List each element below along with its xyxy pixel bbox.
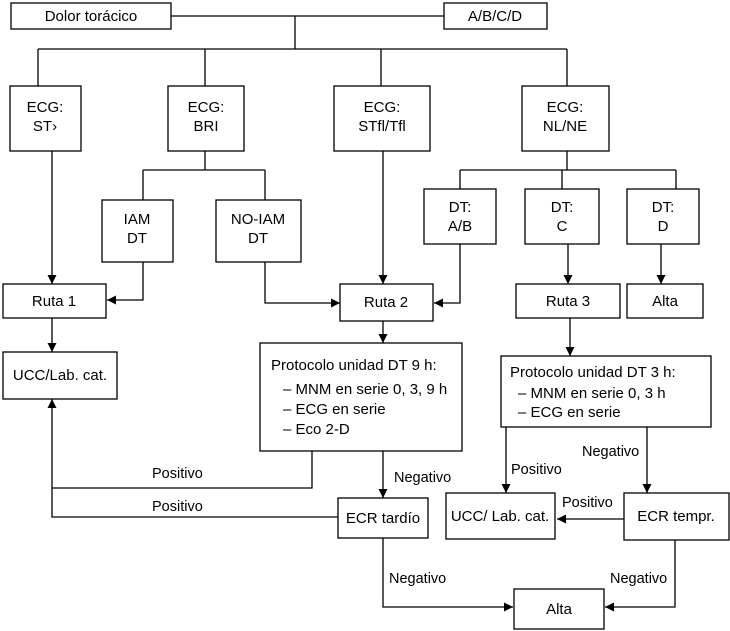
node-ruta2: Ruta 2 (339, 283, 434, 322)
node-dt-ab: DT: A/B (423, 188, 497, 245)
node-alta-top-label: Alta (652, 293, 679, 310)
label-positivo-2: Positivo (152, 499, 203, 515)
node-ucc-left-label: UCC/Lab. cat. (13, 367, 107, 384)
label-negativo-tempr: Negativo (610, 571, 667, 587)
node-ecr-tempr: ECR tempr. (623, 492, 730, 541)
arrow-iam-ruta1 (107, 262, 144, 305)
node-ruta3-label: Ruta 3 (546, 293, 590, 310)
label-positivo-3h: Positivo (511, 462, 562, 478)
label-positivo-tempr: Positivo (562, 495, 613, 511)
node-ecr-tempr-label: ECR tempr. (637, 508, 715, 525)
label-negativo-3h: Negativo (582, 444, 639, 460)
node-dt-ab-line2: A/B (448, 218, 472, 235)
node-protocolo-3h: Protocolo unidad DT 3 h: – MNM en serie … (500, 355, 712, 428)
protocolo-3h-title: Protocolo unidad DT 3 h: (510, 364, 676, 381)
protocolo-9h-item-3: – Eco 2-D (283, 421, 350, 438)
node-abcd-label: A/B/C/D (468, 8, 522, 25)
node-dt-d: DT: D (626, 188, 700, 245)
arrow-protocolo9-positivo-ucc (52, 451, 313, 489)
node-abcd: A/B/C/D (443, 2, 548, 30)
node-dt-ab-line1: DT: (449, 199, 472, 216)
label-positivo-1: Positivo (152, 466, 203, 482)
node-alta-bottom-label: Alta (546, 601, 573, 618)
node-ecg-st: ECG: ST› (9, 85, 82, 152)
connectors (37, 15, 677, 612)
node-iam-dt-line2: DT (127, 230, 147, 247)
node-dt-c: DT: C (524, 188, 600, 245)
node-dolor-toracico: Dolor torácico (10, 2, 172, 30)
node-ecg-bri-line1: ECG: (188, 99, 225, 116)
node-ruta1-label: Ruta 1 (32, 293, 76, 310)
arrow-ecrtardio-positivo-ucc (47, 399, 338, 518)
node-ruta3: Ruta 3 (515, 283, 621, 319)
node-ecr-tardio-label: ECR tardío (346, 510, 420, 527)
protocolo-9h-item-2: – ECG en serie (283, 401, 386, 418)
node-alta-bottom: Alta (513, 588, 605, 630)
node-dolor-toracico-label: Dolor torácico (45, 8, 138, 25)
node-ecg-nl: ECG: NL/NE (521, 85, 610, 152)
label-negativo-9h: Negativo (394, 470, 451, 486)
node-ecg-st-line1: ECG: (27, 99, 64, 116)
node-ruta2-label: Ruta 2 (364, 294, 408, 311)
arrow-ecrtardio-negativo-alta (382, 538, 513, 612)
label-negativo-tardio: Negativo (389, 571, 446, 587)
protocolo-9h-title: Protocolo unidad DT 9 h: (271, 357, 437, 374)
node-ecg-nl-line2: NL/NE (543, 118, 587, 135)
node-ecg-stfl-line1: ECG: (364, 99, 401, 116)
node-noiam-dt: NO-IAM DT (215, 199, 302, 263)
node-ecg-bri-line2: BRI (193, 118, 218, 135)
node-dt-d-line2: D (658, 218, 669, 235)
edge-labels: Positivo Positivo Negativo Positivo Nega… (152, 444, 667, 587)
protocolo-3h-item-1: – MNM en serie 0, 3 h (518, 385, 666, 402)
node-iam-dt-line1: IAM (124, 211, 151, 228)
node-ecg-stfl-line2: STfl/Tfl (358, 118, 406, 135)
node-dt-c-line1: DT: (551, 199, 574, 216)
node-protocolo-9h: Protocolo unidad DT 9 h: – MNM en serie … (259, 342, 463, 452)
node-ucc-mid: UCC/ Lab. cat. (445, 492, 556, 540)
node-ruta1: Ruta 1 (2, 283, 107, 319)
node-ecg-stfl: ECG: STfl/Tfl (333, 85, 431, 152)
arrow-dtab-ruta2 (434, 244, 461, 308)
node-dt-c-line2: C (557, 218, 568, 235)
node-noiam-dt-line2: DT (248, 230, 268, 247)
node-dt-d-line1: DT: (652, 199, 675, 216)
protocolo-3h-item-2: – ECG en serie (518, 404, 621, 421)
node-ucc-left: UCC/Lab. cat. (2, 351, 118, 400)
protocolo-9h-item-1: – MNM en serie 0, 3, 9 h (283, 381, 447, 398)
node-ecg-bri: ECG: BRI (167, 85, 245, 152)
node-ecg-nl-line1: ECG: (547, 99, 584, 116)
arrow-noiam-ruta2 (264, 262, 340, 308)
arrow-ecrtempr-negativo-alta (605, 540, 676, 612)
node-noiam-dt-line1: NO-IAM (231, 211, 285, 228)
node-alta-top: Alta (626, 283, 704, 319)
node-iam-dt: IAM DT (101, 199, 174, 263)
node-ecr-tardio: ECR tardío (337, 497, 429, 539)
node-ecg-st-line2: ST› (33, 118, 57, 135)
node-ucc-mid-label: UCC/ Lab. cat. (451, 508, 549, 525)
